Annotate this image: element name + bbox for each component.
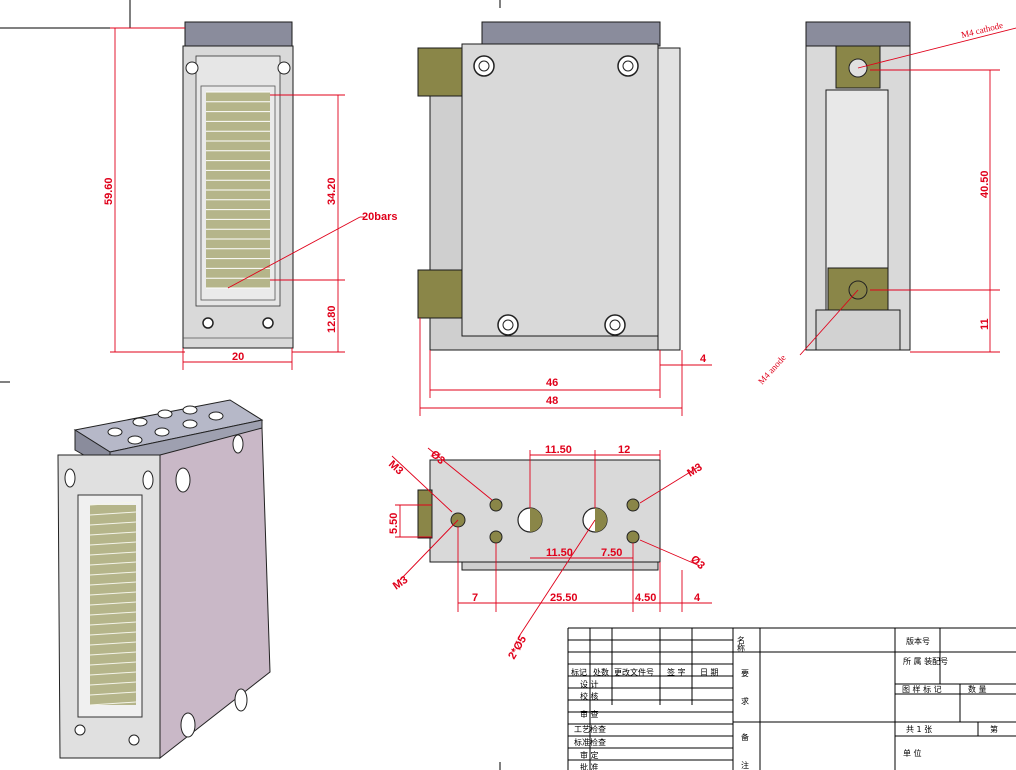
dim-pitch: 40.50: [979, 170, 991, 198]
svg-text:校 核: 校 核: [580, 691, 599, 701]
svg-text:更改文件号: 更改文件号: [614, 667, 654, 677]
dim-7-50: 7.50: [601, 547, 622, 559]
iso-emitter-bar-line: [89, 591, 137, 596]
dim-4-top: 4: [694, 592, 701, 604]
dim-12: 12: [618, 444, 630, 456]
dim-5-50: 5.50: [388, 513, 400, 534]
sheet-frame-lines: [0, 0, 501, 770]
svg-text:所 属 装配号: 所 属 装配号: [903, 656, 948, 666]
iso-emitter-bars: [89, 501, 137, 706]
svg-text:单 位: 单 位: [903, 748, 922, 758]
dim-bottom: 12.80: [326, 305, 338, 333]
m3-callout-top-right: M3: [685, 461, 704, 479]
svg-text:审 定: 审 定: [580, 750, 599, 760]
dim-11-50-bottom: 11.50: [546, 547, 573, 559]
iso-emitter-bar-line: [89, 601, 137, 606]
isometric-view: [57, 399, 271, 760]
dim-inner-length: 46: [546, 377, 558, 389]
iso-emitter-bar-line: [89, 631, 137, 636]
svg-text:第: 第: [990, 724, 998, 734]
front-view: [182, 21, 294, 349]
svg-text:标记: 标记: [571, 667, 587, 677]
front-view-dimensions: [110, 27, 365, 370]
svg-text:要: 要: [741, 669, 749, 678]
iso-emitter-bar-line: [89, 551, 137, 556]
iso-emitter-bar-line: [89, 651, 137, 656]
iso-emitter-bar-line: [89, 501, 137, 506]
iso-emitter-bar-line: [89, 581, 137, 586]
phi3-callout-bottom: Ø3: [688, 553, 707, 572]
dim-height: 59.60: [103, 177, 115, 205]
iso-emitter-bar-line: [89, 521, 137, 526]
iso-emitter-bar-line: [89, 611, 137, 616]
svg-text:设 计: 设 计: [580, 679, 599, 689]
iso-emitter-bar-line: [89, 561, 137, 566]
dim-total-length: 48: [546, 395, 558, 407]
svg-text:处数: 处数: [593, 667, 609, 677]
svg-text:批 准: 批 准: [580, 762, 599, 770]
dim-width: 20: [232, 351, 244, 363]
svg-text:数 量: 数 量: [968, 684, 987, 694]
emitter-bars: [206, 91, 270, 289]
svg-text:共 1 张: 共 1 张: [906, 725, 932, 734]
iso-emitter-bar-line: [89, 511, 137, 516]
iso-emitter-bar-line: [89, 661, 137, 666]
svg-text:标准检查: 标准检查: [574, 737, 606, 747]
svg-text:签 字: 签 字: [667, 667, 686, 677]
dim-11-50-top: 11.50: [545, 444, 572, 456]
title-block-header: 标记 处数 更改文件号 签 字 日 期: [571, 667, 719, 677]
iso-emitter-bar-line: [89, 681, 137, 686]
right-view-dimensions: [799, 27, 1016, 356]
top-view: [417, 459, 661, 571]
title-block-right: 版本号 所 属 装配号 图 样 标 记 数 量 共 1 张 第 单 位: [902, 636, 998, 758]
svg-text:工艺检查: 工艺检查: [574, 724, 606, 734]
svg-text:名称: 名称: [737, 635, 746, 653]
holes-callout: 2*Ø5: [506, 634, 529, 662]
right-view: [805, 21, 911, 351]
dim-emit-height: 34.20: [326, 177, 338, 205]
svg-text:求: 求: [741, 696, 749, 706]
iso-emitter-bar-line: [89, 701, 137, 706]
svg-text:审 查: 审 查: [580, 709, 599, 719]
iso-emitter-bar-line: [89, 571, 137, 576]
svg-text:注: 注: [741, 760, 749, 770]
svg-text:日 期: 日 期: [700, 668, 719, 677]
side-view-dimensions: [419, 318, 712, 416]
title-block-rows: 设 计 校 核 审 查 工艺检查 标准检查 审 定 批 准: [574, 679, 606, 770]
bars-callout: 20bars: [362, 211, 397, 223]
iso-emitter-bar-line: [89, 541, 137, 546]
dim-right-bottom: 11: [979, 318, 991, 330]
m3-callout-bottom-left: M3: [391, 574, 410, 593]
svg-text:版本号: 版本号: [906, 636, 930, 646]
title-block: [567, 627, 1016, 770]
svg-text:备: 备: [741, 732, 749, 742]
svg-text:图 样 标 记: 图 样 标 记: [902, 684, 942, 694]
iso-emitter-bar-line: [89, 691, 137, 696]
side-view: [417, 21, 681, 351]
iso-emitter-bar-line: [89, 641, 137, 646]
top-view-dimensions: [391, 447, 712, 639]
anode-callout: M4 anode: [756, 353, 788, 387]
iso-emitter-bar-line: [89, 531, 137, 536]
dim-25-50: 25.50: [550, 592, 578, 604]
iso-emitter-bar-line: [89, 621, 137, 626]
dim-4-50: 4.50: [635, 592, 656, 604]
title-block-col-a: 名称 要 求 备 注: [737, 635, 750, 770]
dim-right-offset: 4: [700, 353, 707, 365]
iso-emitter-bar-line: [89, 671, 137, 676]
dim-7: 7: [472, 592, 478, 604]
m3-callout-top-left: M3: [386, 458, 405, 477]
